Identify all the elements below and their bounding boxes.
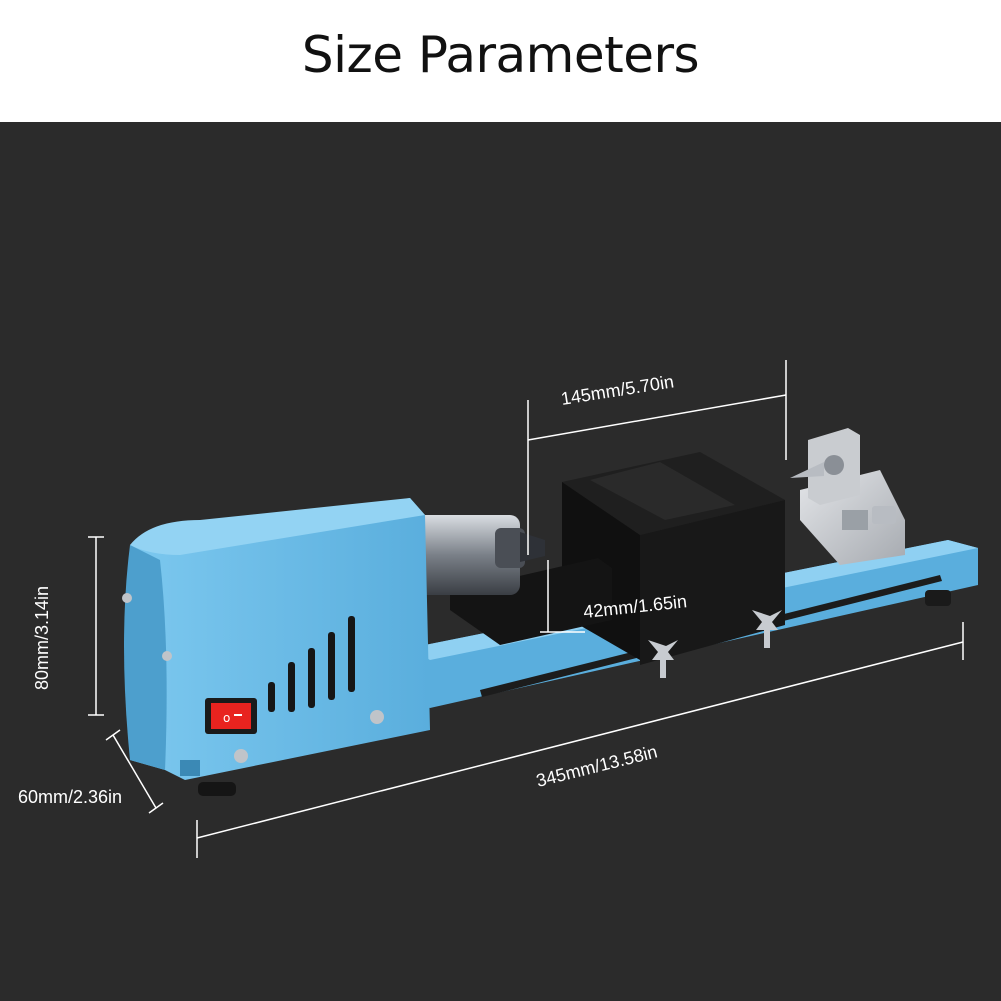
- dimension-label-depth: 60mm/2.36in: [18, 787, 122, 807]
- header: Size Parameters: [0, 0, 1001, 122]
- tailstock: [790, 428, 905, 565]
- screw-icon: [370, 710, 384, 724]
- wing-screw: [648, 640, 678, 678]
- page-title: Size Parameters: [301, 26, 700, 84]
- svg-text:o: o: [223, 711, 230, 725]
- screw-icon: [234, 749, 248, 763]
- dimension-label-length: 345mm/13.58in: [534, 741, 659, 790]
- dimension-lines: [88, 360, 964, 858]
- motor-housing: [124, 498, 430, 796]
- screw-icon: [122, 593, 132, 603]
- vent-slots: [268, 616, 355, 712]
- dimension-label-height: 80mm/3.14in: [32, 586, 52, 690]
- power-switch: o: [205, 698, 257, 734]
- screw-icon: [162, 651, 172, 661]
- dimension-label-width: 145mm/5.70in: [559, 371, 675, 409]
- drill-chuck: [405, 515, 545, 595]
- wing-screw: [752, 610, 782, 648]
- tool-rest: [450, 452, 785, 665]
